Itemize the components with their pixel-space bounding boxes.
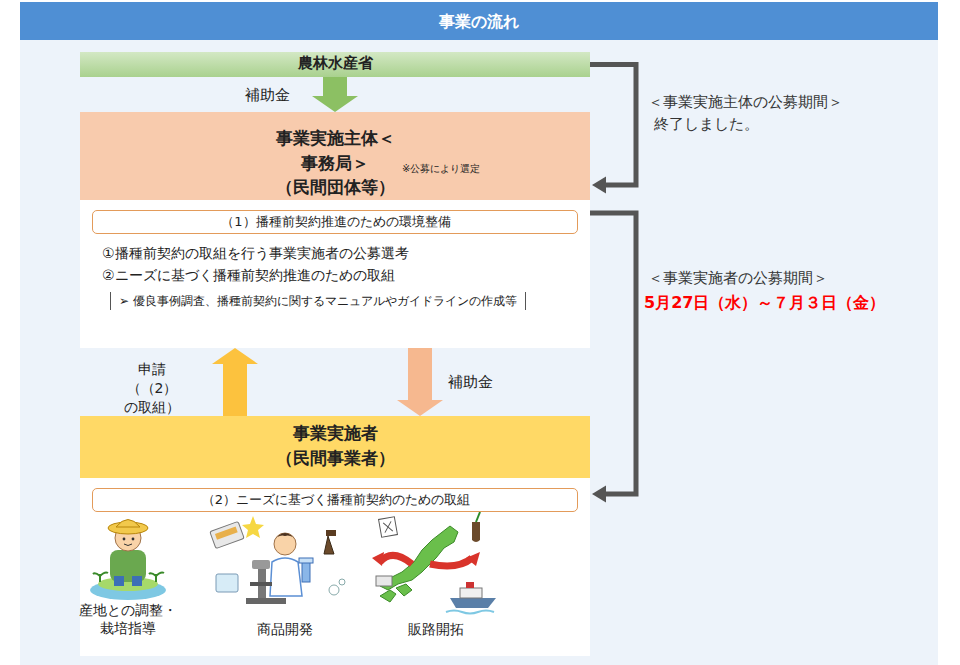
period-date: 5月27日（水）～７月３日（金） <box>644 292 885 314</box>
list-item: ②ニーズに基づく播種前契約推進のための取組 <box>102 266 395 285</box>
operator-box: 事業実施者 （民間事業者） <box>80 416 590 478</box>
bracket-arrow <box>590 213 636 502</box>
edge-label: 補助金 <box>245 85 290 105</box>
node-heading: 農林水産省 <box>298 53 373 73</box>
bracket-note: ➢ 優良事例調査、播種前契約に関するマニュアルやガイドラインの作成等 <box>110 292 526 310</box>
block-arrow <box>212 348 258 416</box>
ministry-bar: 農林水産省 <box>80 52 590 77</box>
diagram-title: 事業の流れ <box>439 11 519 33</box>
list-item: ①播種前契約の取組を行う事業実施者の公募選考 <box>102 244 409 263</box>
arrow-shaft <box>397 348 443 416</box>
edge-label: ＜事業実施者の公募期間＞ <box>648 268 828 288</box>
arrow-head <box>592 177 606 194</box>
illustration-caption: 商品開発 <box>257 620 313 639</box>
sales-channel-illustration <box>372 512 496 614</box>
note-text: 終了しました。 <box>654 114 759 134</box>
note-text: ※公募により選定 <box>402 162 480 176</box>
product-development-illustration <box>210 516 345 604</box>
section-box: （1）播種前契約推進のための環境整備 <box>92 210 578 234</box>
node-heading: 事業実施者 （民間事業者） <box>276 421 395 470</box>
block-arrow <box>397 348 443 416</box>
illustration-caption: 販路開拓 <box>408 620 464 639</box>
section-heading: （2）ニーズに基づく播種前契約のための取組 <box>202 491 470 509</box>
block-arrow <box>312 77 358 112</box>
node-heading: 事業実施主体＜事務局＞ （民間団体等） <box>276 126 395 200</box>
title-bar: 事業の流れ <box>20 2 938 40</box>
edge-label: ＜事業実施主体の公募期間＞ <box>648 92 843 112</box>
secretariat-box: 事業実施主体＜事務局＞ （民間団体等） ※公募により選定 <box>80 112 590 203</box>
bracket-arrow <box>590 65 636 194</box>
secretariat-panel: ①播種前契約の取組を行う事業実施者の公募選考 ②ニーズに基づく播種前契約推進のため… <box>80 200 590 348</box>
farmer-illustration <box>90 520 166 601</box>
bracket-line <box>590 213 636 494</box>
arrow-shaft <box>312 77 358 112</box>
bracket-line <box>590 65 636 186</box>
arrow-shaft <box>212 348 258 416</box>
section-heading: （1）播種前契約推進のための環境整備 <box>221 213 450 231</box>
section-box: （2）ニーズに基づく播種前契約のための取組 <box>92 488 578 512</box>
edge-label: 申請 （（2）の取組） <box>124 360 180 417</box>
operator-panel: 産地との調整・ 栽培指導商品開発 販路開拓 （2）ニーズに基づく播種前契約のための取… <box>80 478 590 656</box>
arrow-head <box>592 486 606 503</box>
edge-label: 補助金 <box>448 372 493 392</box>
illustration-caption: 産地との調整・ 栽培指導 <box>79 602 177 637</box>
